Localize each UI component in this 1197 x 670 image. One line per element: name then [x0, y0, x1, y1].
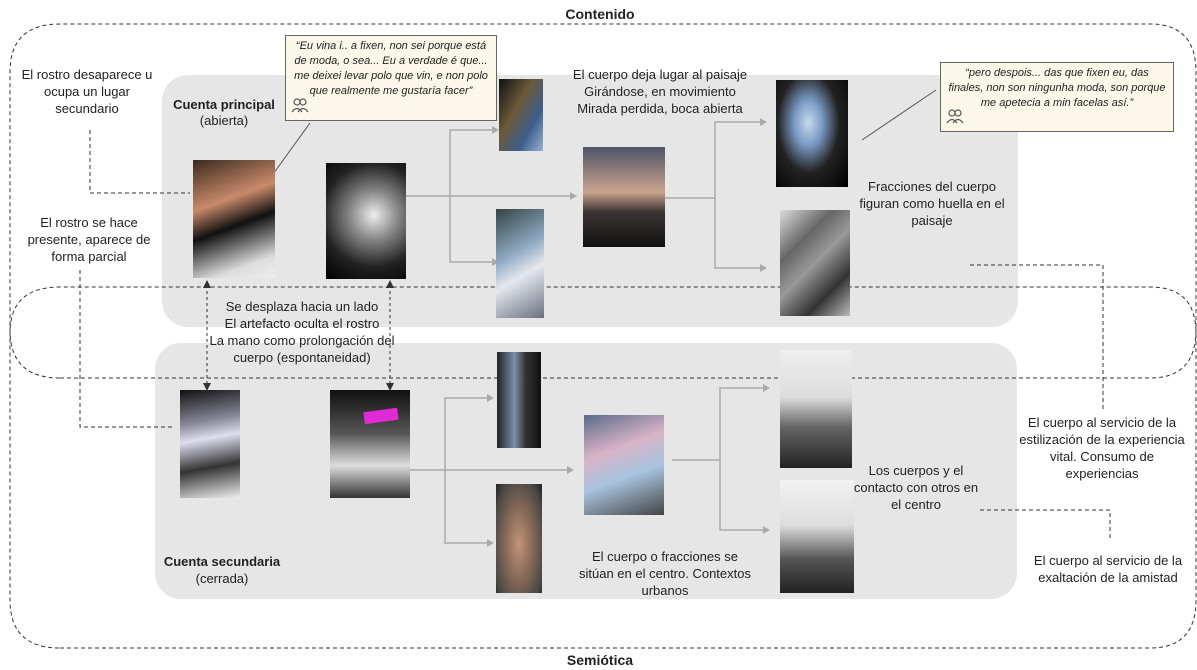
quote-text-1: “Eu vina i.. a fixen, non sei porque est…	[294, 40, 488, 97]
airplane-window-photo	[776, 80, 848, 187]
title-contenido: Contenido	[565, 6, 635, 22]
secondary-account-title: Cuenta secundaria	[163, 554, 281, 569]
person-group-icon	[290, 97, 310, 118]
distorted-face-photo	[496, 484, 542, 593]
label-body-center: El cuerpo o fracciones se sitúan en el c…	[579, 549, 751, 598]
quote-box-2: “pero despois... das que fixen eu, das f…	[940, 62, 1174, 132]
label-body-fractions: Fracciones del cuerpo figuran como huell…	[859, 179, 1005, 228]
label-body-landscape: El cuerpo deja lugar al paisaje Girándos…	[572, 67, 748, 116]
group-photo	[497, 352, 541, 448]
label-life-experience: El cuerpo al servicio de la estilización…	[1019, 415, 1185, 481]
secondary-account-sub: (cerrada)	[195, 571, 249, 586]
friends-photo-1	[780, 350, 852, 468]
title-semiotica: Semiótica	[566, 652, 634, 668]
label-bodies-contact: Los cuerpos y el contacto con otros en e…	[853, 463, 979, 512]
person-group-icon	[945, 108, 965, 129]
label-face-partial: El rostro se hace presente, aparece de f…	[27, 215, 151, 264]
sunset-photo	[583, 147, 665, 247]
main-account-sub: (abierta)	[199, 113, 249, 128]
quote-text-2: “pero despois... das que fixen eu, das f…	[948, 67, 1166, 109]
selfie-photo	[193, 160, 275, 278]
urban-scene-photo	[584, 415, 664, 515]
label-face-hidden: Se desplaza hacia un lado El artefacto o…	[209, 299, 395, 365]
magenta-highlight	[363, 407, 399, 425]
quote-box-1: “Eu vina i.. a fixen, non sei porque est…	[285, 35, 497, 121]
mirror-selfie-photo	[180, 390, 240, 498]
building-photo	[499, 79, 543, 151]
hand-photo	[780, 210, 850, 316]
label-face-disappears: El rostro desaparece u ocupa un lugar se…	[21, 67, 153, 116]
bw-photo	[326, 163, 406, 279]
friends-photo-2	[780, 480, 854, 593]
label-friendship: El cuerpo al servicio de la exaltación d…	[1033, 553, 1183, 585]
main-account-title: Cuenta principal	[173, 97, 275, 112]
hidden-face-photo	[330, 390, 410, 498]
rotated-body-photo	[496, 209, 544, 318]
